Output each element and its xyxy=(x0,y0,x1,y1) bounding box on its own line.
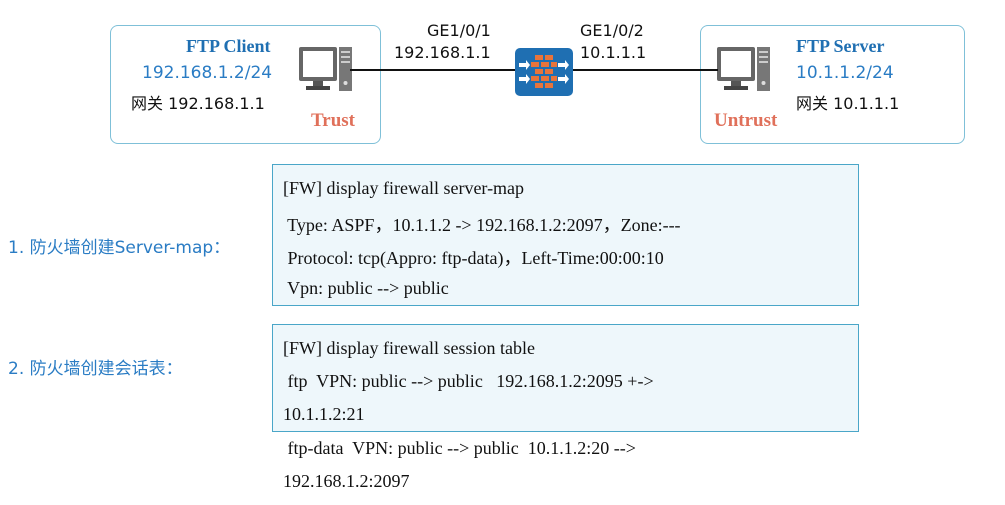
client-ip: 192.168.1.2/24 xyxy=(142,63,273,83)
step-2-label: 2. 防火墙创建会话表： xyxy=(8,359,183,379)
server-title: FTP Server xyxy=(796,36,885,56)
iface-right-ip: 10.1.1.1 xyxy=(580,43,647,62)
cli-line: Type: ASPF，10.1.1.2 -> 192.168.1.2:2097，… xyxy=(283,215,681,235)
client-zone: Trust xyxy=(311,110,355,131)
link-client-firewall xyxy=(350,69,516,71)
computer-icon xyxy=(716,45,772,97)
cli-line: [FW] display firewall server-map xyxy=(283,178,525,198)
iface-left-ip: 192.168.1.1 xyxy=(394,43,491,62)
cli-line: [FW] display firewall session table xyxy=(283,338,535,358)
computer-icon xyxy=(298,45,354,97)
firewall-icon xyxy=(515,48,573,100)
cli-line: 10.1.1.2:21 xyxy=(283,404,365,424)
cli-line: ftp VPN: public --> public 192.168.1.2:2… xyxy=(283,371,654,391)
client-title: FTP Client xyxy=(186,36,271,56)
server-box xyxy=(700,25,965,144)
client-gateway: 网关 192.168.1.1 xyxy=(131,94,265,113)
step-1-label: 1. 防火墙创建Server-map： xyxy=(8,238,231,258)
server-map-output-box xyxy=(272,164,859,306)
iface-right-name: GE1/0/2 xyxy=(580,21,644,40)
cli-line: Vpn: public --> public xyxy=(283,278,449,298)
server-ip: 10.1.1.2/24 xyxy=(796,63,894,83)
session-table-output-box xyxy=(272,324,859,432)
link-firewall-server xyxy=(572,69,718,71)
cli-line: Protocol: tcp(Appro: ftp-data)，Left-Time… xyxy=(283,248,664,268)
server-zone: Untrust xyxy=(714,110,778,131)
iface-left-name: GE1/0/1 xyxy=(427,21,491,40)
cli-line: ftp-data VPN: public --> public 10.1.1.2… xyxy=(283,438,636,458)
cli-line: 192.168.1.2:2097 xyxy=(283,471,410,491)
client-box xyxy=(110,25,381,144)
server-gateway: 网关 10.1.1.1 xyxy=(796,94,900,113)
